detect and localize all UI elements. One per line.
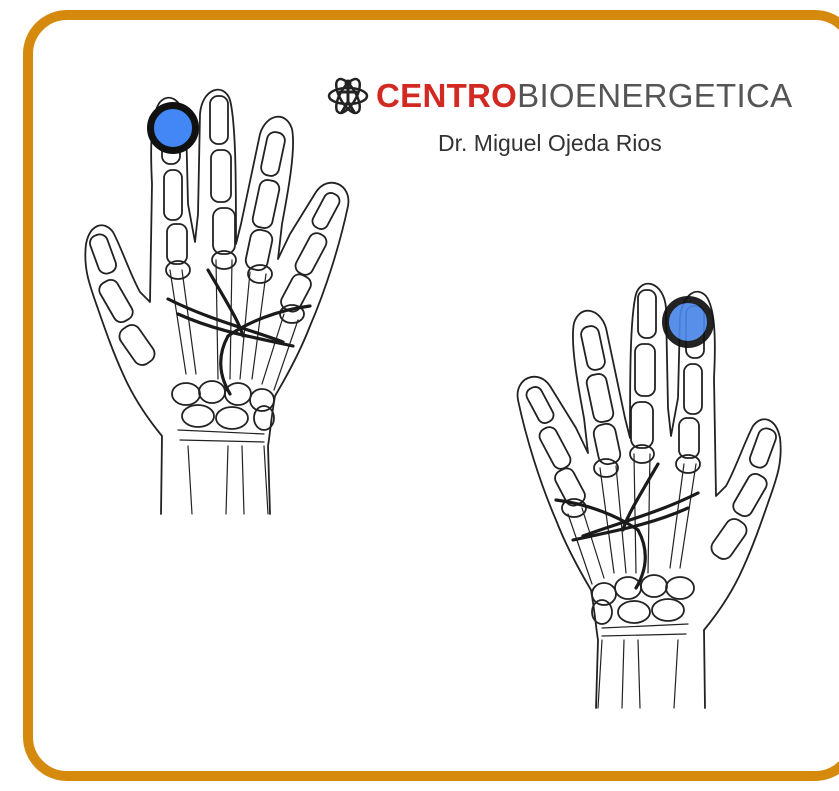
brand-name-bold: CENTRO [376, 77, 517, 114]
brand-name: CENTROBIOENERGETICA [376, 77, 792, 115]
left-hand-point-marker [147, 102, 199, 154]
right-hand-point-marker [662, 296, 714, 348]
brand-header: CENTROBIOENERGETICA [326, 73, 792, 119]
left-hand-illustration [78, 74, 368, 520]
doctor-name: Dr. Miguel Ojeda Rios [438, 130, 662, 157]
brand-name-light: BIOENERGETICA [517, 77, 792, 114]
right-hand-illustration [498, 268, 788, 714]
